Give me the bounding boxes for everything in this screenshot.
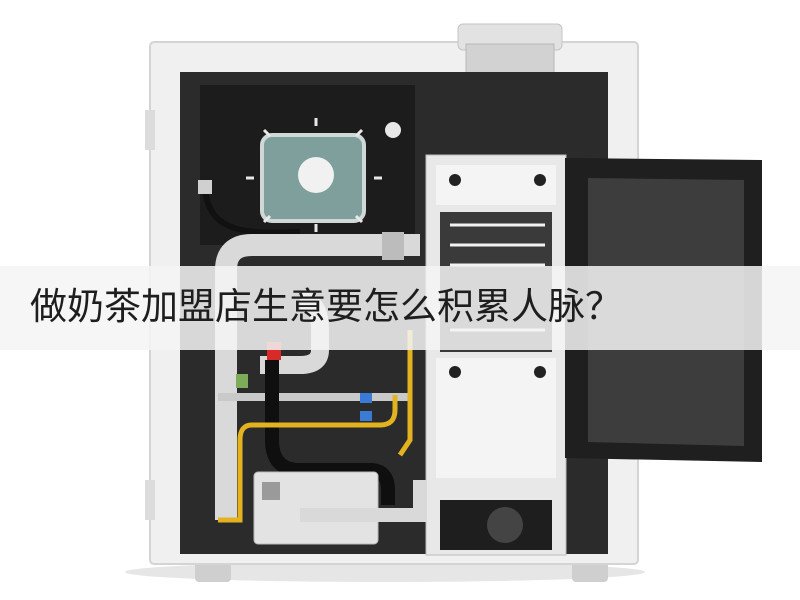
bolt-1: [449, 174, 461, 186]
housing-mid-plate: [436, 358, 556, 478]
hinge-top: [145, 110, 155, 150]
title-banner: [0, 266, 800, 350]
outlet-pipe: [300, 480, 427, 522]
right-foot: [572, 560, 608, 582]
indicator-knob: [385, 122, 401, 138]
bolt-3: [449, 366, 461, 378]
banner-title: 做奶茶加盟店生意要怎么积累人脉？: [30, 285, 622, 328]
bolt-2: [534, 174, 546, 186]
flex-hose: [265, 360, 395, 505]
pipe-coupler: [382, 232, 404, 260]
hinge-bottom: [145, 480, 155, 520]
valve-box-port: [262, 482, 280, 500]
bolt-4: [534, 366, 546, 378]
gas-line: [218, 330, 413, 523]
sensor-green: [236, 374, 248, 388]
dial-center: [298, 157, 334, 193]
cable-left: [202, 189, 301, 236]
dial-ticks: [246, 118, 382, 232]
fitting-blue-2: [360, 411, 372, 421]
left-foot: [195, 560, 231, 582]
floor-shadow: [125, 562, 645, 582]
cable-clip: [198, 180, 212, 194]
fitting-blue-1: [360, 393, 372, 403]
blower-wheel: [487, 507, 523, 543]
